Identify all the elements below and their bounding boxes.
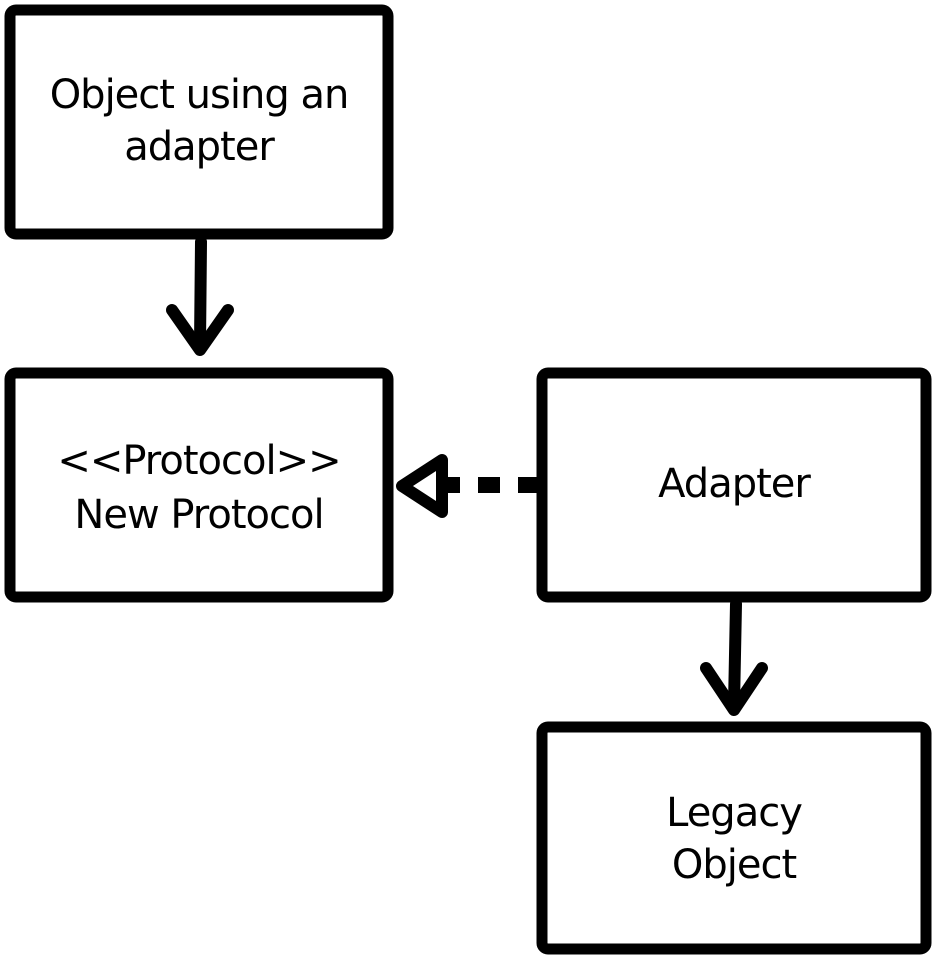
adapter-to-legacy-line — [728, 598, 742, 711]
protocol-stereotype-label: <<Protocol>> — [57, 438, 340, 484]
adapter-to-legacy-arrowhead — [700, 662, 768, 716]
legacy-object-box — [536, 721, 932, 955]
legacy-object-label-line1: Legacy — [666, 790, 802, 836]
adapter-implements-protocol-arrow — [396, 454, 540, 518]
client-to-protocol-line — [194, 236, 207, 351]
adapter-label: Adapter — [658, 461, 811, 507]
legacy-object-label-line2: Object — [672, 842, 797, 888]
client-object-label-line2: adapter — [124, 124, 275, 170]
protocol-node[interactable]: <<Protocol>> New Protocol — [4, 367, 394, 603]
client-to-protocol-arrow — [166, 236, 234, 356]
client-object-node[interactable]: Object using an adapter — [4, 4, 394, 240]
adapter-box — [536, 367, 932, 603]
legacy-object-node[interactable]: Legacy Object — [536, 721, 932, 955]
protocol-name-label: New Protocol — [74, 492, 323, 538]
client-object-box — [4, 4, 394, 240]
adapter-implements-protocol-triangle-head — [396, 454, 448, 518]
protocol-box — [4, 367, 394, 603]
adapter-node[interactable]: Adapter — [536, 367, 932, 603]
client-to-protocol-arrowhead — [166, 304, 234, 356]
adapter-to-legacy-arrow — [700, 598, 768, 716]
client-object-label-line1: Object using an — [50, 72, 349, 118]
